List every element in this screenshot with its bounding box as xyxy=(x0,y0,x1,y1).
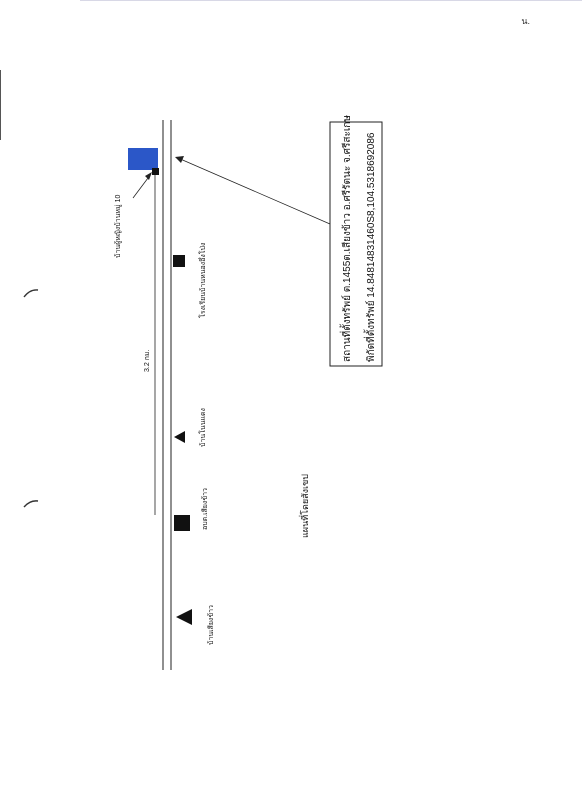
label-obt-siang-khao: อบต.เสียงข้าว xyxy=(202,488,209,530)
page-mark: น. xyxy=(521,16,530,26)
scan-mark-2 xyxy=(23,500,39,508)
info-location-line: สถานที่ตั้งทรัพย์ ต.1455ต.เสียงข้าว อ.ศร… xyxy=(342,115,353,362)
property-marker xyxy=(128,148,158,170)
landmark-ban-siang-khao-triangle xyxy=(176,609,192,625)
distance-label: 3.2 กม. xyxy=(144,349,151,372)
landmark-obt-square xyxy=(174,515,190,531)
landmark-small-square xyxy=(152,168,159,175)
label-school: โรงเรียนบ้านหนองอึ่งโป่ง xyxy=(200,242,207,318)
label-house-moo10: บ้านผู้หญิงบ้านหมู่ 10 xyxy=(115,194,122,258)
label-ban-siang-khao: บ้านเสียงข้าว xyxy=(208,605,215,645)
leader-line-info xyxy=(177,157,331,225)
label-ban-non-daeng: บ้านโนนแดง xyxy=(200,408,207,447)
landmark-school-square xyxy=(173,255,185,267)
map-title: แผนที่โดยสังเขป xyxy=(300,474,310,538)
leader-arrowhead-house xyxy=(145,172,152,180)
landmark-ban-non-daeng-triangle xyxy=(174,431,185,443)
leader-arrowhead-info xyxy=(175,156,184,163)
info-box-frame xyxy=(329,121,383,367)
info-coordinates-line: พิกัดที่ตั้งทรัพย์ 14.84814831460S8,104.… xyxy=(366,132,377,362)
scan-mark-1 xyxy=(23,289,39,298)
